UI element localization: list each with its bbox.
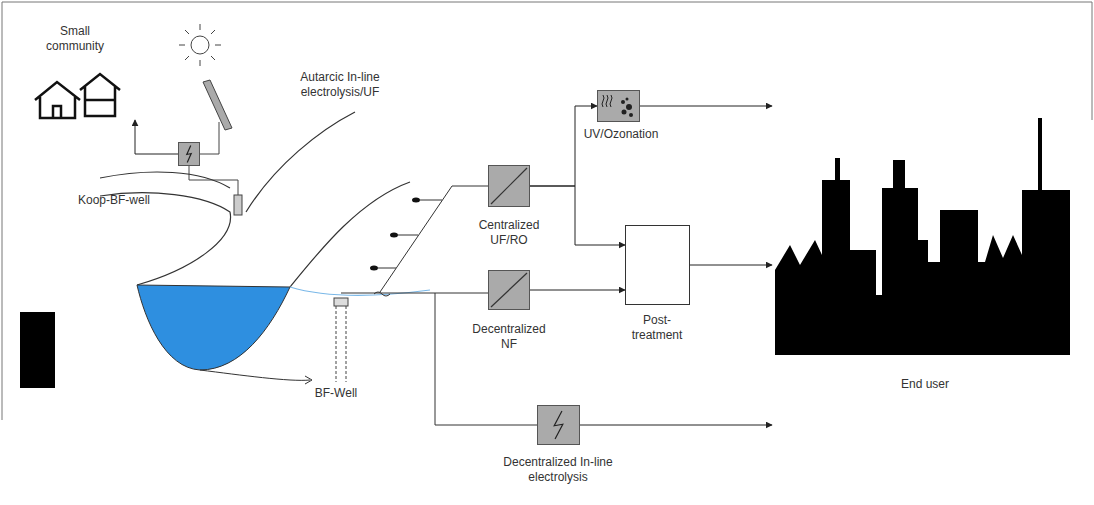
well-heads <box>370 198 420 271</box>
place-label: BF-Well <box>301 386 371 401</box>
unit-box <box>489 271 530 310</box>
node-label: End user <box>875 377 975 392</box>
post-node: Post-treatment <box>625 225 690 305</box>
uv-wave <box>606 95 608 107</box>
water-table <box>290 287 430 295</box>
node-label: Small community <box>39 24 111 54</box>
unit-box <box>179 143 200 166</box>
infiltration-head <box>305 376 312 384</box>
post-box <box>626 226 690 305</box>
flow-arrow <box>640 106 772 107</box>
node-icon <box>597 90 640 122</box>
electrolysis-symbol <box>187 146 191 163</box>
node-icon <box>537 405 580 445</box>
uv-icon <box>598 91 640 122</box>
lake <box>137 285 290 370</box>
node-icon <box>772 118 1072 358</box>
panel-wire <box>200 122 219 154</box>
frame <box>2 2 1092 420</box>
ozone-bubble <box>626 104 632 110</box>
node-icon <box>30 72 120 120</box>
unit-box <box>598 91 640 122</box>
uv-wave <box>602 95 604 107</box>
flow-arrow <box>530 186 625 245</box>
node-label: Centralized UF/RO <box>467 218 551 248</box>
ozone-bubble <box>626 98 629 101</box>
node-icon <box>625 225 690 305</box>
flow-arrow <box>530 290 625 291</box>
flow-arrow <box>690 265 772 266</box>
houses-node: Small community <box>30 72 120 120</box>
membrane-node: Centralized UF/RO <box>488 165 530 207</box>
city-skyline <box>775 118 1070 355</box>
uv-wave <box>610 95 612 107</box>
bf-well <box>334 298 348 382</box>
node-label: Decentralized In-line electrolysis <box>502 455 614 485</box>
elec-node: Autarcic In-line electrolysis/UF <box>178 142 200 166</box>
unit-box <box>538 406 580 445</box>
uv-node: UV/Ozonation <box>597 90 640 122</box>
membrane-line <box>491 168 527 204</box>
house <box>80 74 120 116</box>
elec-icon <box>179 143 200 166</box>
black-mark <box>20 312 55 388</box>
node-icon <box>488 270 530 310</box>
electrolysis-symbol <box>554 411 563 439</box>
elec-icon <box>538 406 580 445</box>
node-icon <box>488 165 530 207</box>
membrane-icon <box>489 271 530 310</box>
city-icon <box>775 118 1070 355</box>
infiltration-arrow <box>200 370 310 380</box>
elec-node: Decentralized In-line electrolysis <box>537 405 580 445</box>
city-node: End user <box>772 118 1072 358</box>
unit-box <box>489 166 530 207</box>
flow-arrow <box>580 425 772 426</box>
koop-well <box>234 195 242 215</box>
post-icon <box>626 226 690 305</box>
solar-panel <box>203 80 232 130</box>
ozone-bubble <box>621 100 625 104</box>
place-label: Koop-BF-well <box>69 193 159 208</box>
houses-icon <box>35 74 120 118</box>
node-label: UV/Ozonation <box>571 127 671 142</box>
node-label: Autarcic In-line electrolysis/UF <box>270 70 410 100</box>
membrane-icon <box>489 166 530 207</box>
membrane-node: Decentralized NF <box>488 270 530 310</box>
sun <box>179 24 221 66</box>
ozone-bubble <box>629 113 633 117</box>
node-label: Decentralized NF <box>467 322 551 352</box>
membrane-line <box>491 273 527 307</box>
flow-arrow <box>530 106 597 186</box>
node-icon <box>178 142 200 166</box>
ozone-bubble <box>622 110 627 115</box>
node-label: Post-treatment <box>622 313 692 343</box>
flow-arrow <box>135 120 178 154</box>
house <box>35 82 80 118</box>
